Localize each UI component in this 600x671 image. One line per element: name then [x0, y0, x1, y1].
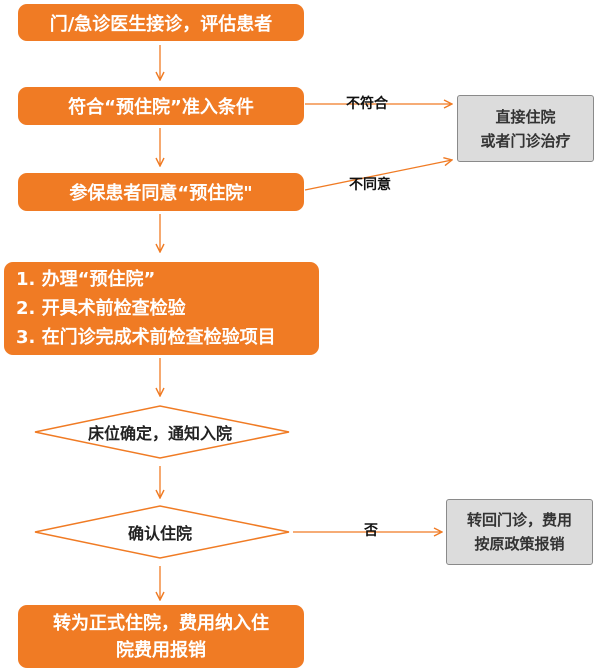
task-line-3: 3. 在门诊完成术前检查检验项目	[16, 327, 276, 348]
edge-label-no: 否	[364, 523, 378, 539]
step-eligibility-label: 符合“预住院”准入条件	[68, 97, 254, 118]
task-line-2: 2. 开具术前检查检验	[16, 298, 186, 319]
edge-label-not-meet: 不符合	[346, 96, 388, 112]
task-line-1: 1. 办理“预住院”	[16, 269, 156, 290]
arrow-n3-g1	[304, 160, 452, 191]
step-preadmission-tasks: 1. 办理“预住院” 2. 开具术前检查检验 3. 在门诊完成术前检查检验项目	[4, 262, 319, 355]
diamond-confirm-admission	[34, 505, 290, 559]
outcome-return-outpatient-line-2: 按原政策报销	[474, 535, 565, 553]
edge-label-not-agree: 不同意	[349, 177, 391, 193]
formal-admission-line-2: 院费用报销	[116, 639, 206, 661]
outcome-direct-admission-line-2: 或者门诊治疗	[480, 131, 571, 150]
outcome-direct-admission-line-1: 直接住院	[495, 107, 556, 126]
decision-confirm-admission-label: 确认住院	[127, 524, 193, 543]
step-eligibility: 符合“预住院”准入条件	[18, 87, 304, 125]
step-doctor-assessment-label: 门/急诊医生接诊，评估患者	[49, 13, 273, 35]
outcome-direct-admission: 直接住院 或者门诊治疗	[457, 95, 594, 162]
step-formal-admission: 转为正式住院，费用纳入住 院费用报销	[18, 605, 304, 668]
step-patient-consent: 参保患者同意“预住院"	[18, 173, 304, 211]
outcome-return-outpatient-line-1: 转回门诊，费用	[466, 511, 572, 529]
step-patient-consent-label: 参保患者同意“预住院"	[69, 183, 253, 204]
formal-admission-line-1: 转为正式住院，费用纳入住	[53, 612, 269, 634]
diamond-bed-confirmed	[34, 405, 290, 459]
decision-bed-confirmed-label: 床位确定，通知入院	[87, 424, 233, 443]
outcome-return-outpatient: 转回门诊，费用 按原政策报销	[446, 499, 593, 565]
step-doctor-assessment: 门/急诊医生接诊，评估患者	[18, 4, 304, 41]
